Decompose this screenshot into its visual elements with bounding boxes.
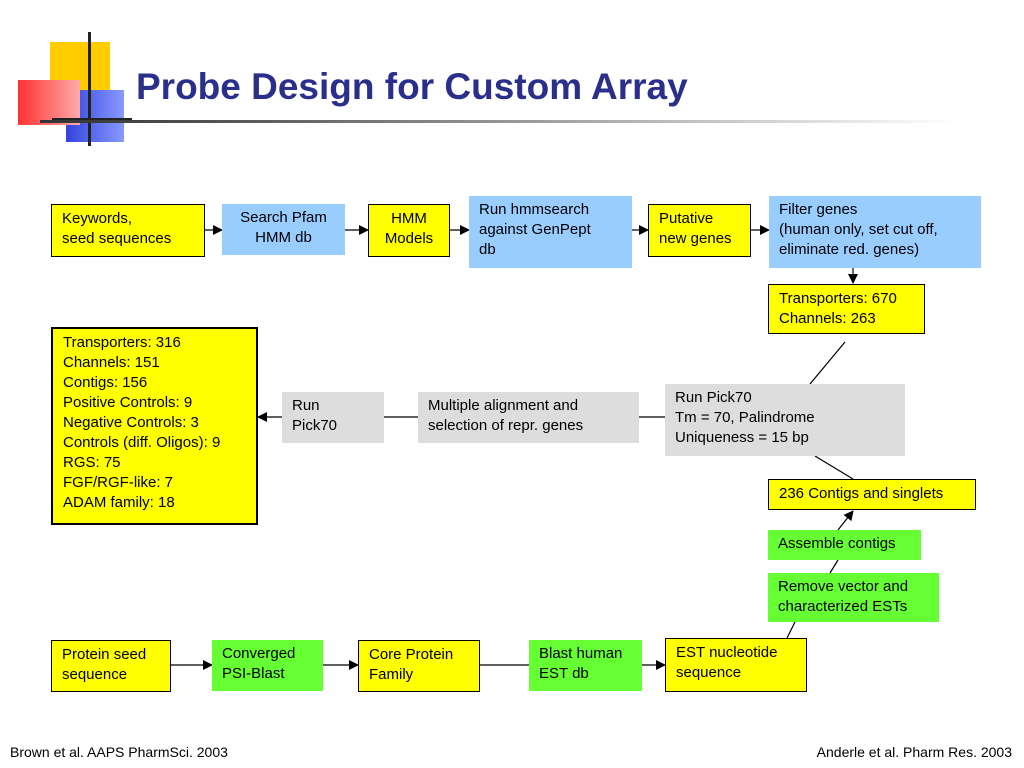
blast-human-est-box: Blast human EST db [529, 640, 642, 691]
putative-genes-box: Putative new genes [648, 204, 751, 257]
line-est-to-remove [786, 621, 796, 639]
summary-counts-box: Transporters: 316 Channels: 151 Contigs:… [51, 327, 258, 525]
page-title: Probe Design for Custom Array [136, 66, 688, 107]
arrow-assemble-to-contigs [837, 510, 854, 531]
title-underline [40, 120, 960, 123]
transporters-670-box: Transporters: 670 Channels: 263 [768, 284, 925, 334]
footer-citation-left: Brown et al. AAPS PharmSci. 2003 [10, 744, 228, 760]
logo-horizontal-line [52, 118, 132, 121]
footer-citation-right: Anderle et al. Pharm Res. 2003 [816, 744, 1012, 760]
run-pick70-params-box: Run Pick70 Tm = 70, Palindrome Uniquenes… [665, 384, 905, 456]
remove-vector-box: Remove vector and characterized ESTs [768, 573, 939, 622]
converged-psi-blast-box: Converged PSI-Blast [212, 640, 323, 691]
protein-seed-box: Protein seed sequence [51, 640, 171, 692]
hmm-models-box: HMM Models [368, 204, 450, 257]
line-pick70-to-contigs [814, 455, 854, 480]
run-pick70-box: Run Pick70 [282, 392, 384, 443]
logo-vertical-line [88, 32, 91, 146]
multiple-alignment-box: Multiple alignment and selection of repr… [418, 392, 639, 443]
assemble-contigs-box: Assemble contigs [768, 530, 921, 560]
filter-genes-box: Filter genes (human only, set cut off, e… [769, 196, 981, 268]
contigs-236-box: 236 Contigs and singlets [768, 479, 976, 510]
est-nucleotide-box: EST nucleotide sequence [665, 638, 807, 692]
line-transporters-to-pick70 [809, 341, 846, 385]
run-hmmsearch-box: Run hmmsearch against GenPept db [469, 196, 632, 268]
keywords-box: Keywords, seed sequences [51, 204, 205, 257]
core-protein-family-box: Core Protein Family [358, 640, 480, 692]
line-remove-to-assemble [829, 559, 839, 574]
logo-red-square [18, 80, 80, 125]
search-pfam-box: Search Pfam HMM db [222, 204, 345, 255]
